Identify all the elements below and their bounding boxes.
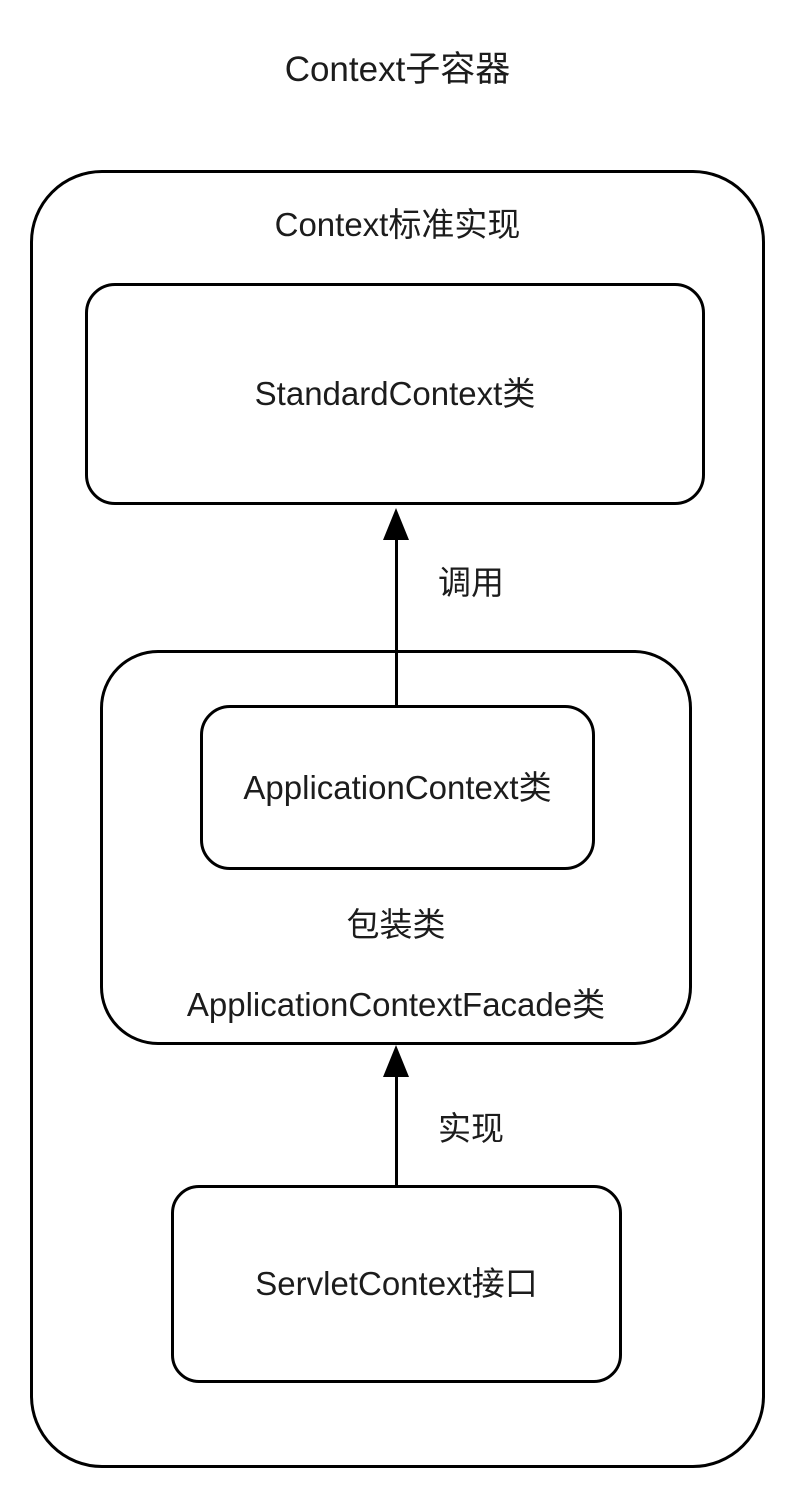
arrow-implement-arrowhead-icon — [383, 1045, 409, 1077]
node-servlet-context-label: ServletContext接口 — [255, 1265, 538, 1303]
arrow-call-label: 调用 — [438, 564, 504, 601]
outer-container-label: Context标准实现 — [274, 206, 521, 243]
node-servlet-context: ServletContext接口 — [171, 1185, 622, 1383]
arrow-call-line — [395, 534, 398, 706]
node-facade-label: ApplicationContextFacade类 — [186, 986, 606, 1023]
arrow-implement-label: 实现 — [438, 1110, 504, 1147]
diagram-title: Context子容器 — [284, 50, 511, 89]
outer-container-box — [30, 170, 765, 1468]
node-application-context-label: ApplicationContext类 — [243, 768, 552, 806]
node-standard-context: StandardContext类 — [85, 283, 705, 505]
node-application-context: ApplicationContext类 — [200, 705, 595, 870]
node-standard-context-label: StandardContext类 — [254, 375, 536, 413]
wrapper-note-label: 包装类 — [346, 906, 446, 943]
arrow-call-arrowhead-icon — [383, 508, 409, 540]
arrow-implement-line — [395, 1072, 398, 1186]
